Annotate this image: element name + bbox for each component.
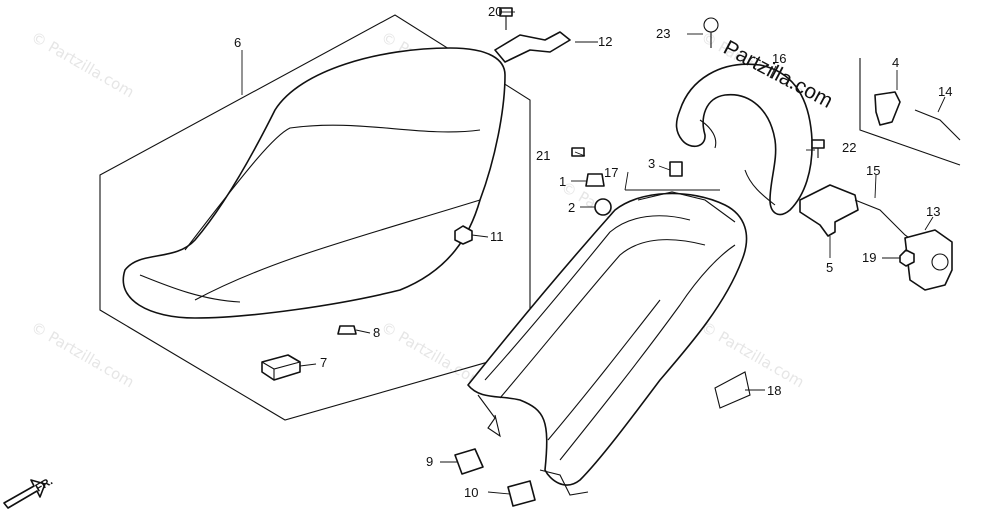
seat-cushion-grommet — [337, 325, 357, 335]
callout-12: 12 — [598, 34, 612, 49]
callout-10: 10 — [464, 485, 478, 500]
callout-20: 20 — [488, 4, 502, 19]
callout-23: 23 — [656, 26, 670, 41]
callout-3: 3 — [648, 156, 655, 171]
callout-1: 1 — [559, 174, 566, 189]
callout-11: 11 — [490, 229, 504, 244]
seat-stitch-line — [184, 124, 481, 251]
callout-13: 13 — [926, 204, 940, 219]
caution-label-18 — [714, 371, 751, 409]
seat-edge-line — [139, 274, 241, 303]
grab-rail — [675, 63, 813, 216]
callout-4: 4 — [892, 55, 899, 70]
hook-bracket — [874, 91, 901, 126]
seat-nut — [454, 225, 473, 245]
callout-5: 5 — [826, 260, 833, 275]
hardware — [454, 7, 825, 507]
rear-cowl-assembly — [467, 191, 748, 496]
latch-bracket — [799, 184, 859, 237]
callout-18: 18 — [767, 383, 781, 398]
callout-15: 15 — [866, 163, 880, 178]
watermark-text: © Partzilla.com — [28, 28, 137, 101]
grommet-1 — [585, 173, 605, 187]
callout-2: 2 — [568, 200, 575, 215]
callout-9: 9 — [426, 454, 433, 469]
front-direction-indicator: FR. — [3, 475, 55, 509]
callout-21: 21 — [536, 148, 550, 163]
callouts: 6 20 12 23 16 21 22 1 2 3 17 11 8 7 9 10… — [234, 4, 952, 500]
watermark-text: © Partzilla.com — [698, 318, 807, 391]
arrow-front-icon — [3, 479, 46, 509]
cap-9 — [454, 448, 484, 475]
leader-lines — [241, 11, 946, 495]
callout-17: 17 — [604, 165, 618, 180]
watermark-text: © Partzilla.com — [28, 318, 137, 391]
direction-label: FR. — [34, 475, 55, 494]
clip-3 — [669, 161, 683, 177]
callout-19: 19 — [862, 250, 876, 265]
lock-washer — [899, 249, 915, 267]
grab-rail-handle — [675, 63, 813, 216]
collar-2 — [594, 198, 612, 216]
callout-16: 16 — [772, 51, 786, 66]
callout-6: 6 — [234, 35, 241, 50]
seat-cushion — [122, 47, 506, 319]
cap-10 — [507, 480, 536, 507]
seat-lock — [904, 229, 953, 291]
callout-14: 14 — [938, 84, 952, 99]
rear-cowl — [467, 192, 748, 486]
seat-lock-assembly — [799, 58, 961, 291]
bracket-12 — [494, 31, 571, 63]
callout-22: 22 — [842, 140, 856, 155]
seat-assembly — [99, 14, 531, 421]
callout-7: 7 — [320, 355, 327, 370]
bolt-22 — [811, 139, 825, 149]
seat-contour-line — [194, 199, 481, 301]
callout-8: 8 — [373, 325, 380, 340]
